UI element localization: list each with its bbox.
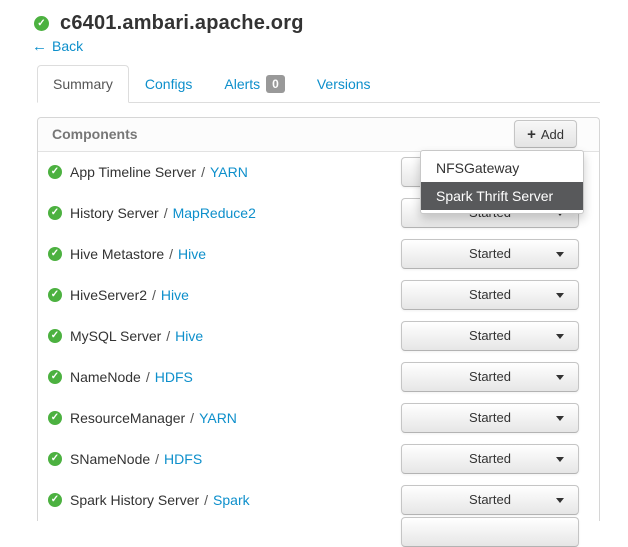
component-row: ✓ MySQL Server / Hive Started	[38, 316, 599, 357]
caret-down-icon	[556, 497, 564, 503]
back-arrow-icon: ←	[32, 37, 47, 55]
separator: /	[145, 369, 150, 385]
status-ok-icon: ✓	[48, 411, 62, 425]
status-label: Started	[469, 368, 511, 384]
caret-down-icon	[556, 333, 564, 339]
status-dropdown-button[interactable]: Started	[401, 402, 579, 433]
component-row: ✓ Hive Metastore / Hive Started	[38, 234, 599, 275]
caret-down-icon	[556, 251, 564, 257]
caret-down-icon	[556, 292, 564, 298]
service-link[interactable]: YARN	[209, 164, 248, 180]
status-label: Started	[469, 409, 511, 425]
host-health-ok-icon: ✓	[34, 16, 49, 31]
component-row: ✓ Spark History Server / Spark Started	[38, 480, 599, 521]
status-label: Started	[469, 450, 511, 466]
status-dropdown-button[interactable]: Started	[401, 361, 579, 392]
tab-bar: Summary Configs Alerts 0 Versions	[37, 64, 600, 103]
menu-item-spark-thrift-server[interactable]: Spark Thrift Server	[421, 181, 583, 210]
component-row: ✓ HiveServer2 / Hive Started	[38, 275, 599, 316]
status-ok-icon: ✓	[48, 206, 62, 220]
component-name: NameNode	[70, 369, 141, 385]
separator: /	[190, 410, 195, 426]
component-name: Hive Metastore	[70, 246, 165, 262]
tab-summary[interactable]: Summary	[37, 64, 129, 103]
component-name: HiveServer2	[70, 287, 148, 303]
back-link[interactable]: ← Back	[32, 38, 83, 54]
tab-label: Configs	[144, 75, 193, 92]
alerts-count-badge: 0	[266, 74, 285, 93]
plus-icon: +	[527, 125, 536, 143]
status-label: Started	[469, 245, 511, 261]
caret-down-icon	[556, 415, 564, 421]
status-ok-icon: ✓	[48, 370, 62, 384]
component-row: ✓ SNameNode / HDFS Started	[38, 439, 599, 480]
component-name: History Server	[70, 205, 159, 221]
service-link[interactable]: Hive	[178, 246, 207, 262]
status-dropdown-button[interactable]: Started	[401, 320, 579, 351]
tab-versions[interactable]: Versions	[301, 65, 387, 103]
caret-down-icon	[556, 374, 564, 380]
component-name: Spark History Server	[70, 492, 200, 508]
separator: /	[204, 492, 209, 508]
status-dropdown-button[interactable]: Started	[401, 238, 579, 269]
status-dropdown-button[interactable]: Started	[401, 484, 579, 515]
host-header: ✓ c6401.ambari.apache.org	[34, 12, 628, 35]
status-ok-icon: ✓	[48, 329, 62, 343]
status-ok-icon: ✓	[48, 247, 62, 261]
separator: /	[155, 451, 160, 467]
panel-title: Components	[52, 126, 138, 142]
back-label: Back	[52, 38, 84, 54]
separator: /	[169, 246, 174, 262]
status-label: Started	[469, 286, 511, 302]
component-name: ResourceManager	[70, 410, 186, 426]
service-link[interactable]: Spark	[213, 492, 250, 508]
tab-configs[interactable]: Configs	[129, 65, 208, 103]
separator: /	[201, 164, 205, 180]
component-name: MySQL Server	[70, 328, 162, 344]
menu-item-nfsgateway[interactable]: NFSGateway	[436, 159, 520, 176]
page-title: c6401.ambari.apache.org	[60, 12, 304, 34]
service-link[interactable]: Hive	[175, 328, 204, 344]
separator: /	[166, 328, 171, 344]
status-ok-icon: ✓	[48, 493, 62, 507]
status-label: Started	[469, 491, 511, 507]
status-dropdown-button[interactable]: Started	[401, 279, 579, 310]
service-link[interactable]: MapReduce2	[172, 205, 256, 221]
add-button-label: Add	[540, 126, 564, 142]
service-link[interactable]: HDFS	[154, 369, 193, 385]
component-row: ✓ NameNode / HDFS Started	[38, 357, 599, 398]
service-link[interactable]: YARN	[199, 410, 237, 426]
service-link[interactable]: Hive	[160, 287, 189, 303]
component-name: App Timeline Server	[70, 164, 197, 180]
status-dropdown-button[interactable]: Started	[401, 443, 579, 474]
separator: /	[163, 205, 168, 221]
component-row: ✓ ResourceManager / YARN Started	[38, 398, 599, 439]
tab-alerts[interactable]: Alerts 0	[208, 65, 300, 103]
add-component-button[interactable]: + Add	[514, 120, 577, 148]
status-label: Started	[469, 327, 511, 343]
partially-visible-status-button[interactable]	[401, 516, 579, 547]
status-ok-icon: ✓	[48, 165, 62, 179]
tab-label: Summary	[53, 75, 113, 92]
status-ok-icon: ✓	[48, 452, 62, 466]
tab-label: Alerts	[224, 75, 261, 92]
separator: /	[152, 287, 156, 303]
tab-label: Versions	[316, 75, 371, 92]
service-link[interactable]: HDFS	[164, 451, 203, 467]
components-panel-header: Components + Add	[38, 117, 599, 152]
status-ok-icon: ✓	[48, 288, 62, 302]
caret-down-icon	[556, 456, 564, 462]
component-name: SNameNode	[70, 451, 151, 467]
